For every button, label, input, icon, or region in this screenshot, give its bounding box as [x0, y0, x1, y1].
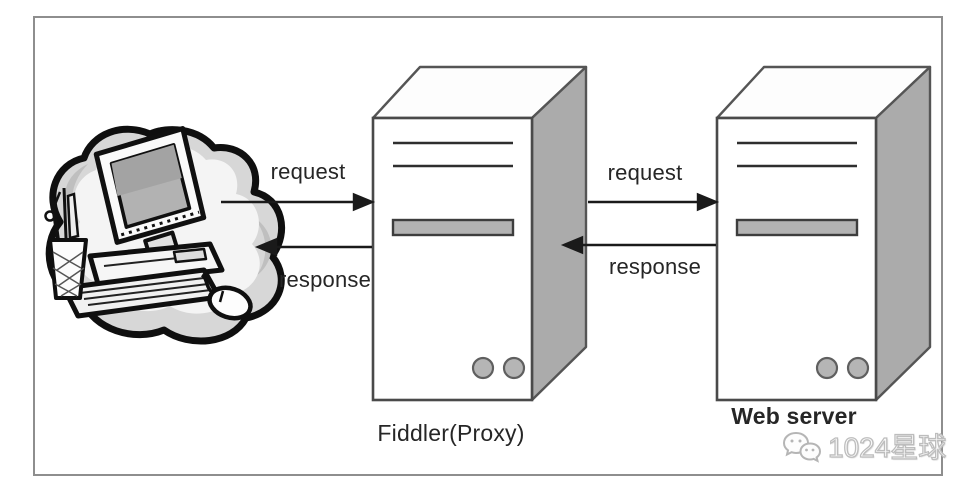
web-server-box [715, 65, 932, 402]
response-arrow-proxy-to-client [254, 237, 372, 257]
proxy-node-label: Fiddler(Proxy) [377, 420, 525, 446]
request-arrow-client-to-proxy [221, 192, 376, 212]
webserver-node-label: Web server [731, 403, 857, 429]
edge-label-response-proxy-client: response [278, 267, 372, 292]
desktop-case-illustration [87, 241, 225, 287]
pen-cup-illustration [44, 187, 88, 300]
arrows [221, 192, 720, 257]
request-arrow-proxy-to-server [588, 192, 720, 212]
proxy-server-box [371, 65, 588, 402]
client-computer-illustration [44, 125, 286, 345]
mouse-illustration [200, 273, 253, 321]
edge-label-response-server-proxy: response [608, 254, 702, 279]
watermark: 1024星球 [781, 430, 947, 466]
response-arrow-server-to-proxy [560, 235, 716, 255]
wechat-icon [782, 431, 822, 463]
edge-label-request-proxy-server: request [607, 160, 683, 185]
edge-label-request-client-proxy: request [270, 159, 346, 184]
watermark-text: 1024星球 [827, 432, 947, 463]
